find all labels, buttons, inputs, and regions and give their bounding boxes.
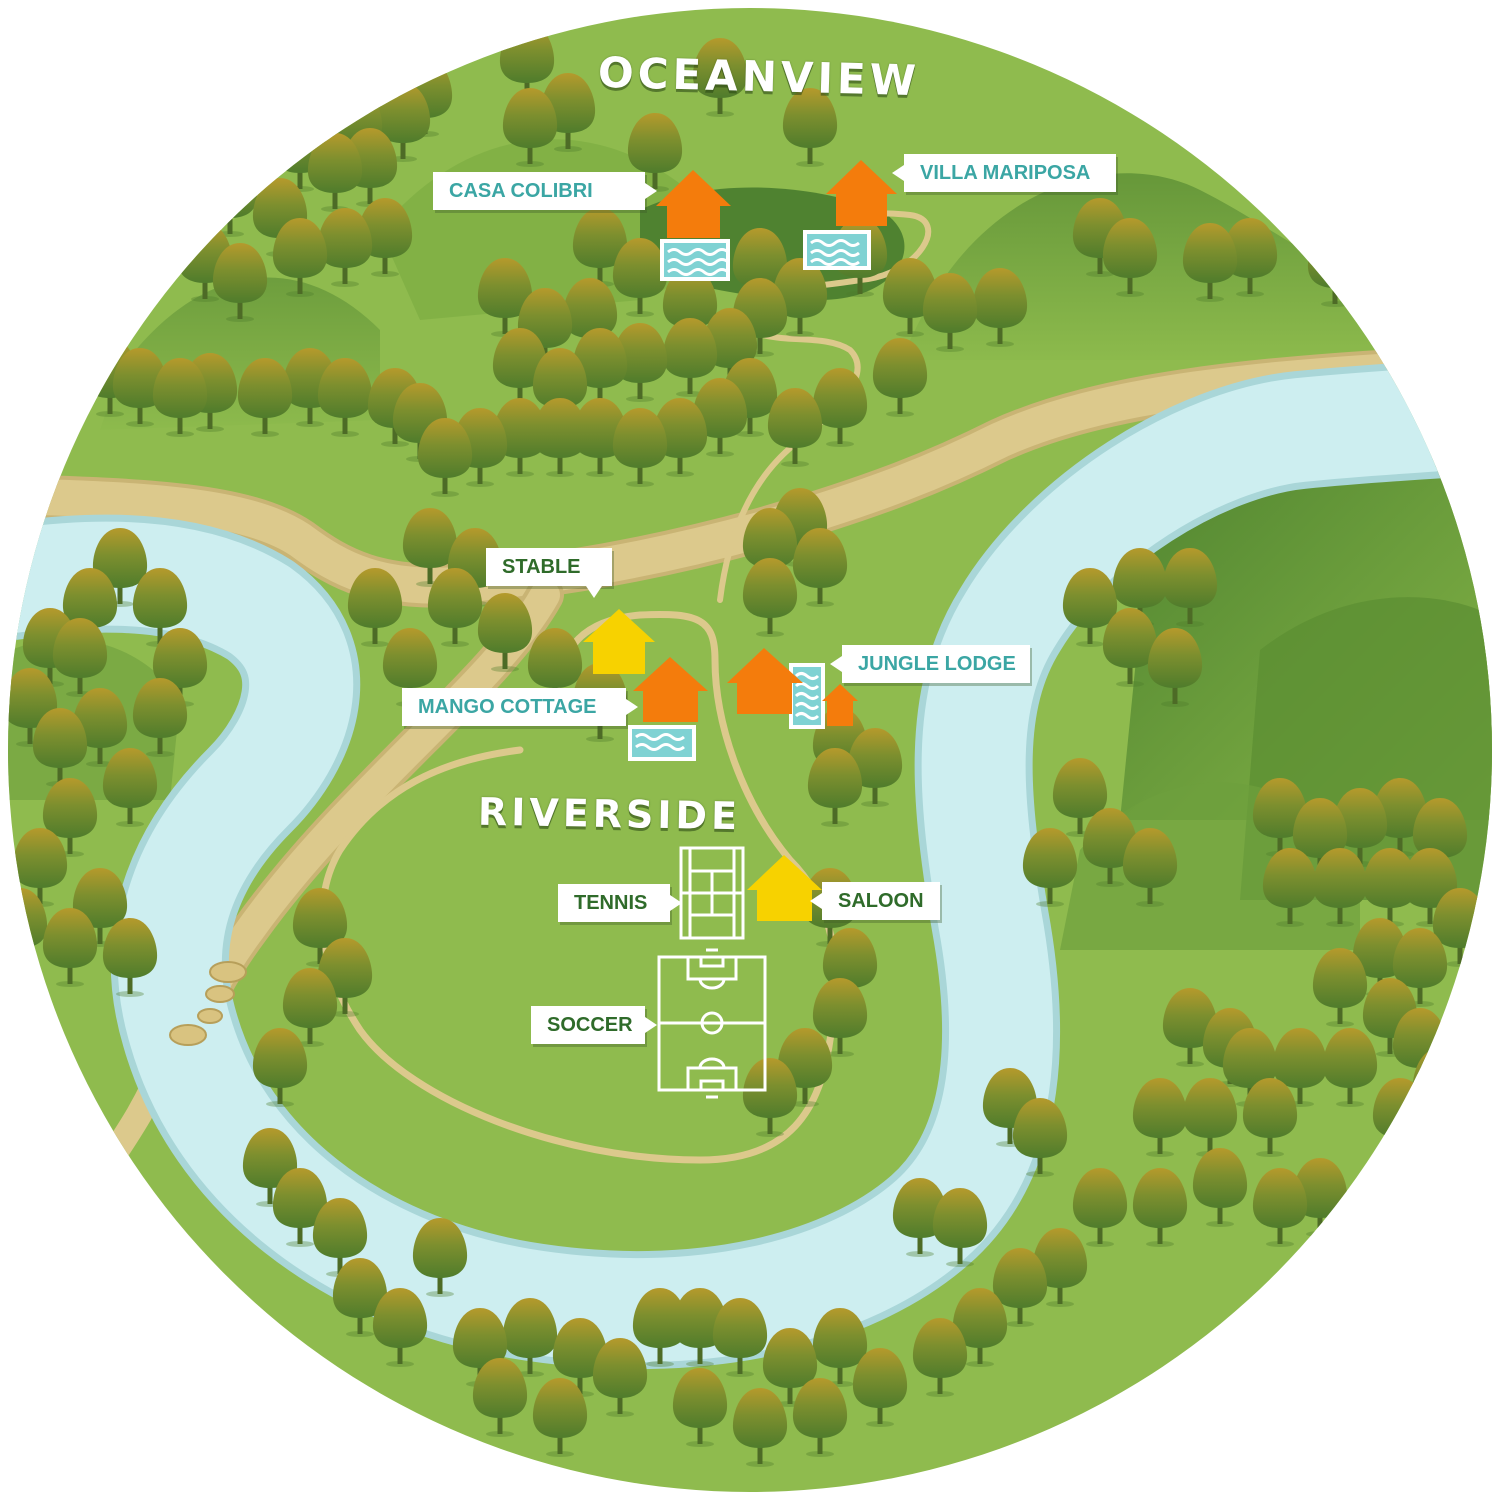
pool-icon: [628, 725, 696, 761]
house-icon: [583, 609, 655, 674]
area-title-riverside: RIVERSIDE: [477, 789, 742, 839]
house-icon: [826, 160, 897, 226]
label-stable[interactable]: STABLE: [486, 548, 612, 598]
area-title-oceanview: OCEANVIEW: [597, 47, 921, 106]
label-casa-colibri[interactable]: CASA COLIBRI: [433, 172, 657, 210]
pool-icon: [660, 239, 730, 281]
house-icon: [727, 648, 803, 714]
label-villa-mariposa[interactable]: VILLA MARIPOSA: [892, 154, 1116, 192]
tree-icon: [1412, 1048, 1468, 1127]
label-mango-cottage[interactable]: MANGO COTTAGE: [402, 688, 638, 726]
pools: [628, 230, 871, 761]
pool-icon: [803, 230, 871, 270]
label-jungle-lodge[interactable]: JUNGLE LODGE: [830, 645, 1030, 683]
house-icon: [747, 855, 822, 921]
label-soccer[interactable]: SOCCER: [531, 1006, 657, 1044]
house-icon: [656, 170, 731, 238]
house-icon: [633, 657, 708, 722]
pool-icon: [789, 663, 825, 729]
houses: [583, 160, 897, 921]
soccer-field: [657, 948, 767, 1099]
river: [8, 351, 1492, 1370]
house-icon: [822, 684, 858, 726]
tennis-court: [679, 846, 745, 940]
stepping-stones: [169, 961, 247, 1046]
label-tennis[interactable]: TENNIS: [558, 884, 682, 922]
label-saloon[interactable]: SALOON: [810, 882, 940, 920]
